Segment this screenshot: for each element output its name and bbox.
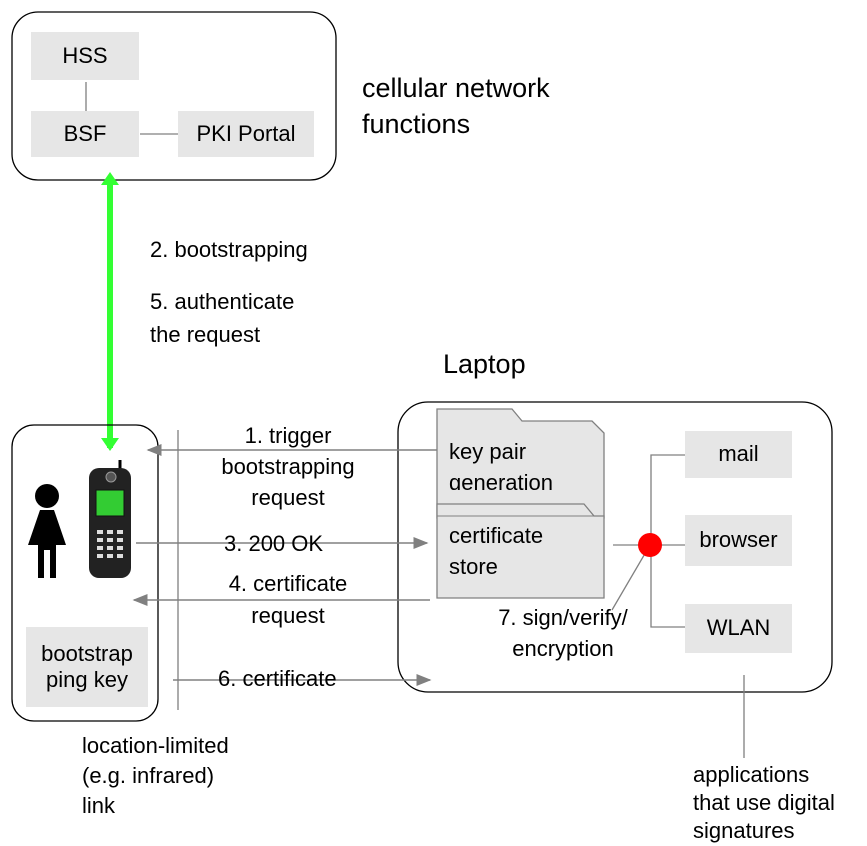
step-7-line2: encryption: [512, 636, 614, 661]
network-container: [11, 11, 337, 181]
step-4-line2: request: [251, 603, 325, 628]
bsf-node: BSF: [31, 111, 139, 157]
cert-store-line1: certificate: [449, 523, 544, 548]
pki-portal-label: PKI Portal: [196, 120, 296, 146]
bootstrapping-key-line2: ping key: [46, 667, 128, 692]
bsf-label: BSF: [63, 120, 107, 146]
hss-label: HSS: [62, 42, 108, 68]
hss-node: HSS: [31, 32, 139, 80]
link-note-line1: location-limited: [82, 733, 229, 758]
apps-note-line1: applications: [693, 762, 810, 787]
step-7-line1: 7. sign/verify/: [498, 605, 628, 630]
network-title-line1: cellular network: [362, 73, 550, 103]
cert-store-line2: store: [449, 554, 498, 579]
apps-note-line3: signatures: [693, 818, 795, 843]
mobile-phone-icon: [89, 460, 131, 578]
bootstrapping-arrowhead-bottom: [101, 438, 119, 451]
app-mail-label: mail: [718, 441, 759, 467]
connector-mail: [650, 454, 685, 545]
step-4-line1: 4. certificate: [228, 571, 348, 596]
step-3-label: 3. 200 OK: [224, 531, 324, 556]
bootstrapping-arrowhead-top: [101, 172, 119, 185]
bootstrapping-key-line1: bootstrap: [41, 640, 133, 666]
step-2-label: 2. bootstrapping: [150, 237, 308, 262]
connector-wlan: [650, 545, 685, 628]
step-5-line2: the request: [150, 322, 261, 347]
junction-dot: [638, 533, 662, 557]
app-mail: mail: [685, 431, 792, 478]
step-1-line3: request: [251, 485, 325, 510]
key-pair-line1: key pair: [449, 439, 527, 464]
bootstrapping-key-box: bootstrap ping key: [26, 627, 148, 707]
connector-sign: [611, 544, 651, 611]
link-note-line2: (e.g. infrared): [82, 763, 215, 788]
apps-note-line2: that use digital: [693, 790, 835, 815]
cert-store-folder: [436, 503, 605, 599]
laptop-title: Laptop: [443, 349, 526, 379]
phone-container: [11, 424, 159, 722]
step-6-label: 6. certificate: [218, 666, 337, 691]
link-note-line3: link: [82, 793, 116, 818]
app-wlan-label: WLAN: [706, 615, 771, 641]
app-browser: browser: [685, 515, 792, 566]
step-1-line2: bootstrapping: [221, 454, 355, 479]
pki-portal-node: PKI Portal: [178, 111, 314, 157]
network-title-line2: functions: [362, 109, 471, 139]
step-5-line1: 5. authenticate: [150, 289, 295, 314]
person-icon: [28, 484, 66, 578]
step-1-line1: 1. trigger: [244, 423, 332, 448]
key-pair-line2: generation: [449, 470, 553, 490]
laptop-container: [397, 401, 833, 693]
app-browser-label: browser: [699, 527, 778, 553]
app-wlan: WLAN: [685, 604, 792, 653]
